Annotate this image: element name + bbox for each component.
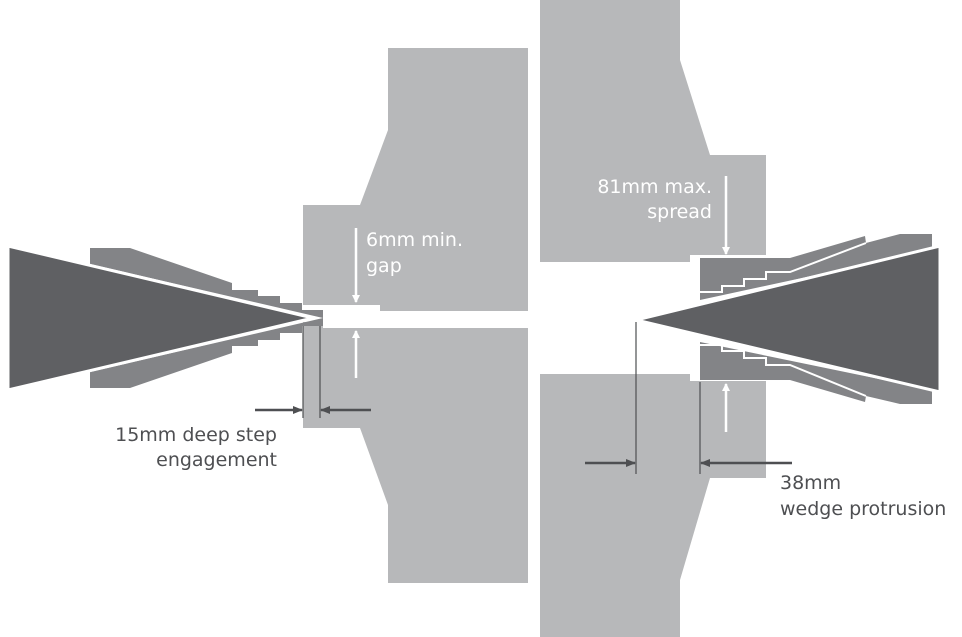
right-upper-jaw [700, 234, 932, 300]
max-spread-label-2: spread [647, 201, 712, 223]
right-wedge [635, 244, 942, 394]
step-label-1: 15mm deep step [115, 424, 277, 446]
right-lower-steps [700, 344, 867, 397]
left-lower-block [303, 322, 528, 583]
left-upper-block [303, 48, 528, 311]
left-upper-jaw [90, 248, 323, 318]
left-gap [323, 305, 380, 328]
right-upper-steps [700, 242, 867, 293]
step-label-2: engagement [156, 449, 277, 471]
left-wedge [6, 244, 314, 392]
protrusion-label-2: wedge protrusion [780, 498, 946, 520]
min-gap-label-1: 6mm min. [366, 229, 463, 251]
left-lower-jaw [90, 318, 323, 388]
right-upper-block [540, 0, 766, 262]
protrusion-label-1: 38mm [780, 472, 841, 494]
min-gap-label-2: gap [366, 255, 402, 277]
max-spread-label-1: 81mm max. [597, 176, 712, 198]
right-lower-block [540, 374, 766, 637]
